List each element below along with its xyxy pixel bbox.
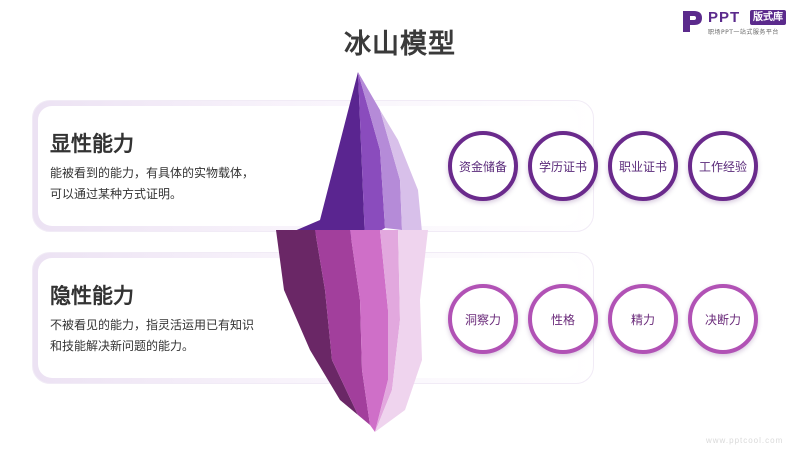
skill-label: 精力 — [630, 312, 655, 327]
skill-circle-personality: 性格 — [528, 284, 598, 354]
logo-badge: 版式库 — [750, 10, 786, 25]
explicit-ability-description: 能被看到的能力，有具体的实物载体，可以通过某种方式证明。 — [50, 166, 255, 201]
skill-circle-certificate: 职业证书 — [608, 131, 678, 201]
skill-circle-decisiveness: 决断力 — [688, 284, 758, 354]
skill-label: 资金储备 — [458, 159, 507, 174]
logo-tagline: 职场PPT一站式服务平台 — [708, 29, 779, 36]
brand-logo: PPT 版式库 职场PPT一站式服务平台 — [680, 8, 792, 36]
iceberg-base-dark — [276, 230, 358, 415]
skill-label: 工作经验 — [698, 159, 747, 174]
iceberg-tip-mid — [358, 72, 385, 240]
skill-label: 职业证书 — [618, 159, 667, 174]
logo-p-icon — [683, 11, 702, 32]
skill-circle-experience: 工作经验 — [688, 131, 758, 201]
iceberg-base-lightest — [375, 230, 428, 432]
iceberg-tip-dark — [292, 72, 365, 240]
skill-circle-insight: 洞察力 — [448, 284, 518, 354]
iceberg-base-mid — [315, 230, 370, 425]
skill-label: 决断力 — [704, 312, 741, 327]
explicit-ability-heading: 显性能力 — [50, 132, 134, 156]
skill-label: 性格 — [550, 312, 575, 327]
iceberg-tip-lightest — [380, 110, 422, 232]
watermark: www.pptcool.com — [706, 436, 784, 445]
skill-circle-energy: 精力 — [608, 284, 678, 354]
implicit-ability-description: 不被看见的能力，指灵活运用已有知识和技能解决新问题的能力。 — [50, 318, 255, 353]
iceberg-base-lighter — [375, 230, 400, 432]
skill-circle-degree: 学历证书 — [528, 131, 598, 201]
iceberg-illustration — [276, 72, 428, 432]
skill-circle-funds: 资金储备 — [448, 131, 518, 201]
implicit-ability-heading: 隐性能力 — [50, 284, 134, 308]
page-title: 冰山模型 — [344, 29, 456, 60]
iceberg-base-light — [350, 230, 388, 432]
logo-brand-text: PPT — [708, 9, 741, 26]
skill-label: 学历证书 — [538, 159, 587, 174]
skill-label: 洞察力 — [464, 312, 501, 327]
iceberg-tip-light — [358, 72, 402, 230]
